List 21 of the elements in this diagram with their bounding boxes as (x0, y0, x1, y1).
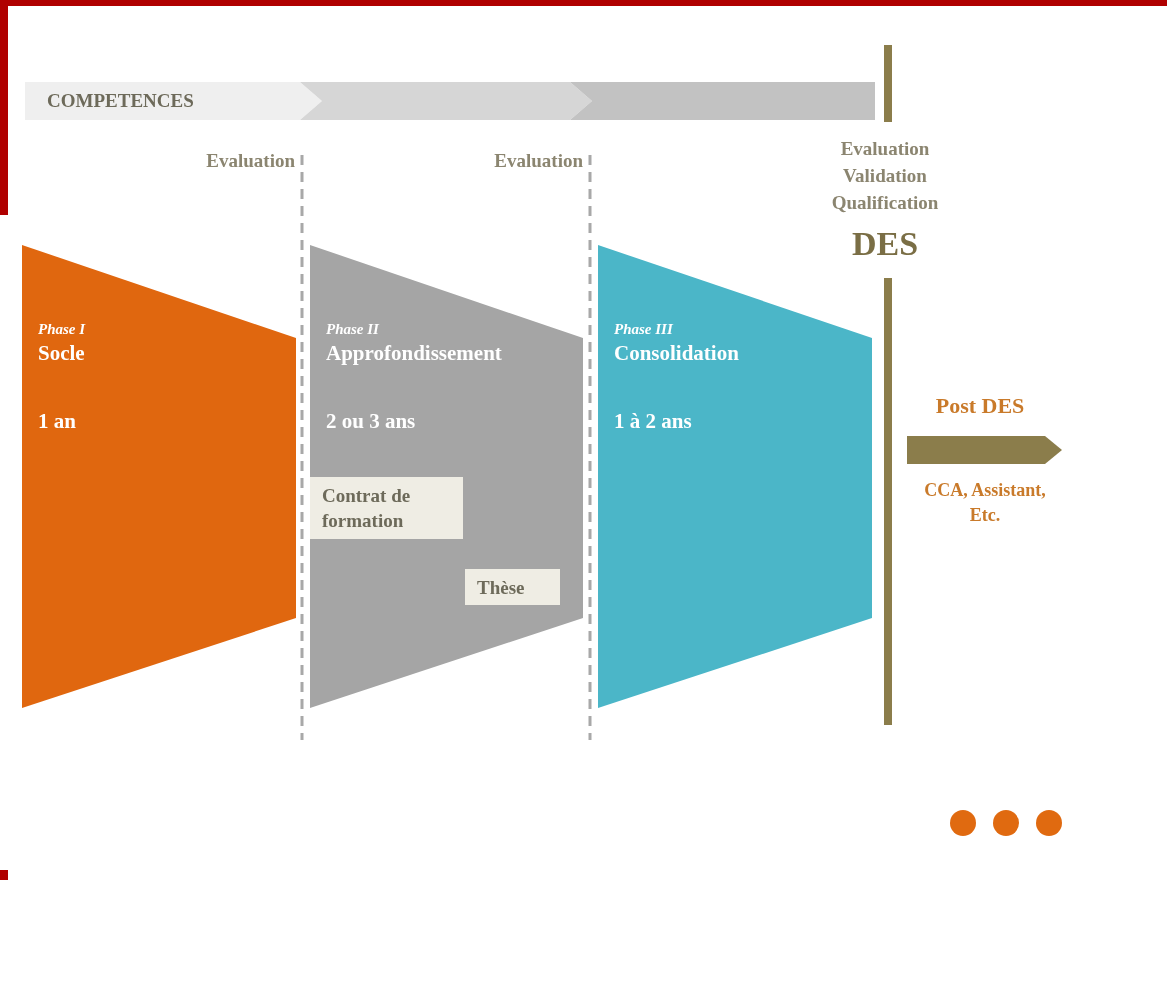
post-des-options: CCA, Assistant, Etc. (915, 478, 1055, 528)
phase-trapezoid (310, 245, 583, 708)
phase-duration: 2 ou 3 ans (326, 409, 416, 434)
milestone-tag: Contrat de formation (310, 477, 463, 539)
phase-name: Socle (38, 341, 85, 366)
phase-label: Phase III (614, 321, 673, 338)
phase-duration: 1 an (38, 409, 76, 434)
milestone-tag: Thèse (465, 569, 560, 605)
diploma-label: DES (850, 225, 920, 263)
phase-trapezoid (22, 245, 296, 708)
post-des-label: Post DES (934, 393, 1026, 419)
phase-duration: 1 à 2 ans (614, 409, 692, 434)
phase-name: Approfondissement (326, 341, 502, 366)
milestone-label: Evaluation Validation Qualification (830, 137, 940, 215)
phase-label: Phase II (326, 321, 379, 338)
banner-title: COMPETENCES (47, 90, 194, 112)
milestone-label: Evaluation (205, 150, 295, 172)
competences-banner (25, 82, 875, 120)
phase-name: Consolidation (614, 341, 739, 366)
phase-label: Phase I (38, 321, 86, 338)
milestone-label: Evaluation (493, 150, 583, 172)
